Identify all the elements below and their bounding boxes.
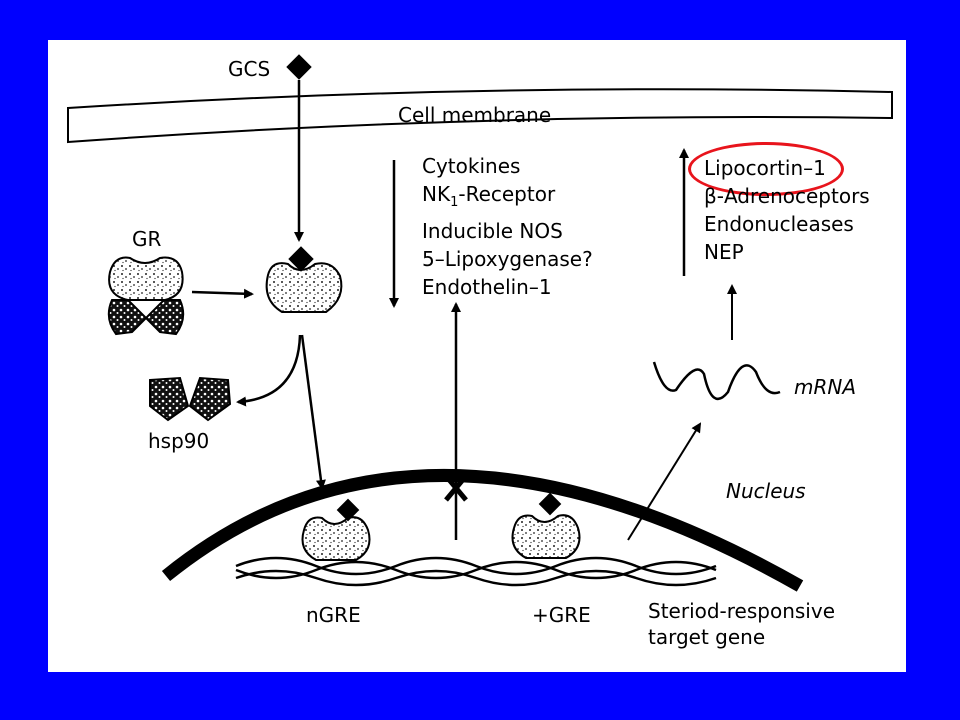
gr-label: GR (132, 227, 162, 251)
nucleus-label: Nucleus (726, 479, 806, 503)
pgre-label: +GRE (532, 603, 591, 627)
dna-helix (235, 556, 717, 587)
membrane-label: Cell membrane (398, 103, 552, 127)
list-item: Lipocortin–1 (704, 156, 826, 180)
pgre-receptor (511, 492, 581, 559)
hsp90-arrow (236, 334, 302, 407)
nuclear-envelope (161, 468, 804, 592)
mrna-label: mRNA (794, 375, 857, 399)
lipocortin-highlight (688, 142, 844, 196)
list-item: NEP (704, 240, 744, 264)
upregulated-list: Lipocortin–1 β-Adrenoceptors Endonucleas… (704, 154, 870, 266)
mrna-strand (652, 361, 781, 401)
gcs-diamond (286, 54, 312, 80)
gcs-label: GCS (228, 57, 271, 81)
list-item: Cytokines (422, 154, 521, 178)
transcription-arrow (627, 422, 702, 541)
gr-arrow (191, 288, 254, 299)
activated-receptor (265, 246, 343, 313)
list-item: Endonucleases (704, 212, 854, 236)
downregulated-list: Cytokines NK1-Receptor Inducible NOS 5–L… (422, 152, 593, 301)
hsp90-proteins (149, 376, 232, 422)
gr-complex (107, 256, 185, 336)
ngre-label: nGRE (306, 603, 361, 627)
target-gene-label: Steriod-responsive target gene (648, 599, 836, 649)
nucleus-entry-arrow (300, 334, 326, 490)
list-item: NK1-Receptor (422, 182, 556, 210)
list-item: Endothelin–1 (422, 275, 552, 299)
ngre-receptor (301, 498, 371, 561)
cell-membrane (67, 88, 893, 144)
list-item: Inducible NOS (422, 219, 563, 243)
list-item: 5–Lipoxygenase? (422, 247, 593, 271)
hsp90-label: hsp90 (148, 429, 210, 453)
list-item: β-Adrenoceptors (704, 184, 870, 208)
